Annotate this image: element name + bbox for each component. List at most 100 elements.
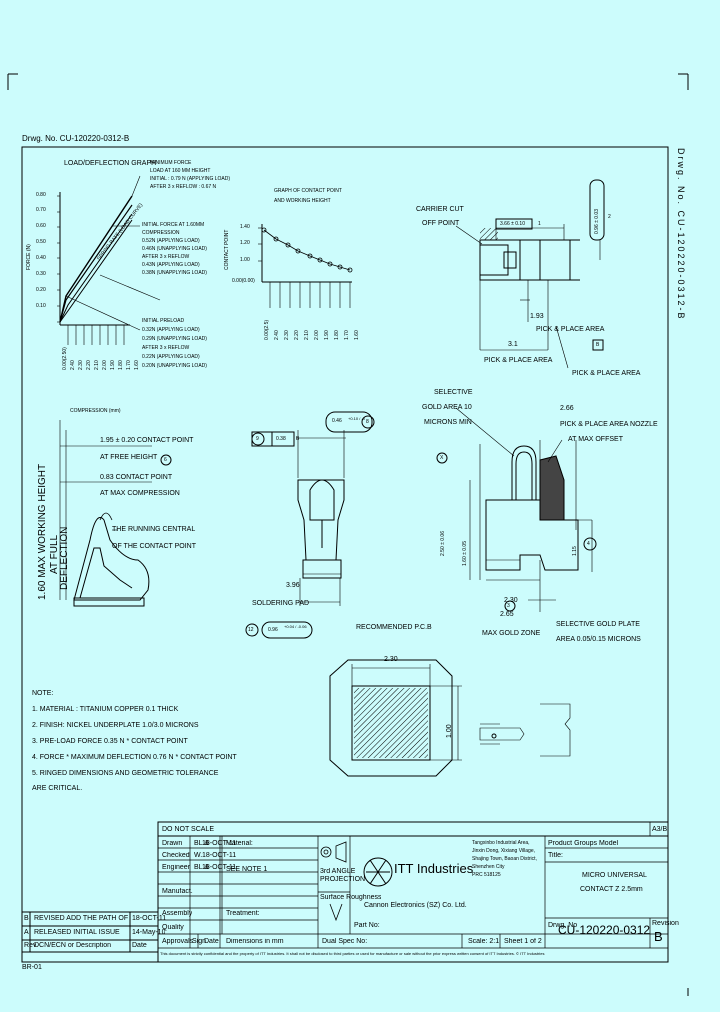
dim-396: 3.96: [286, 582, 300, 589]
max-gold-zone: MAX GOLD ZONE: [482, 630, 541, 637]
at-free-height: AT FREE HEIGHT: [100, 454, 158, 461]
x-tick: 1.90: [110, 360, 116, 370]
sel-plate-2: AREA 0.05/0.15 MICRONS: [556, 636, 641, 643]
preload-line: 0.29N (UNAPPLYING LOAD): [142, 336, 207, 342]
y-tick: 0.50: [36, 239, 46, 245]
x-tick: 2.40: [70, 360, 76, 370]
dim-250: 2.50 ± 0.06: [440, 531, 446, 556]
notes-heading: NOTE:: [32, 690, 54, 697]
x-tick: 2.30: [78, 360, 84, 370]
date-label: Date: [204, 938, 219, 945]
sign-label: Sign: [192, 938, 207, 945]
checked-date: 18-OCT-11: [202, 852, 237, 859]
contact-y-tick: 1.00: [240, 257, 250, 263]
preload-line: 0.20N (UNAPPLYING LOAD): [142, 363, 207, 369]
initial-force-line: INITIAL FORCE AT 1.60MM: [142, 222, 205, 228]
drawn-date: 18-OCT-11: [202, 840, 237, 847]
dual-spec-label: Dual Spec No:: [322, 938, 368, 945]
assembly-label: Assembly: [162, 910, 193, 917]
load-x-label: COMPRESSION (mm): [70, 408, 121, 414]
y-tick: 0.10: [36, 303, 46, 309]
x-tick: 1.60: [354, 330, 360, 340]
address-line: PRC 518125: [472, 872, 501, 878]
x-tick: 0.00(2.50): [62, 347, 68, 370]
dim-096b: 0.96: [268, 627, 278, 633]
tol-046: +0.10 / -0: [348, 416, 366, 421]
part-no-label: Part No:: [354, 922, 380, 929]
force-note: MINIMUM FORCE: [150, 160, 192, 166]
title-line-2: CONTACT Z 2.5mm: [580, 886, 643, 893]
see-note: SEE NOTE 1: [226, 866, 268, 873]
checked-label: Checked: [162, 852, 190, 859]
load-graph-title: LOAD/DEFLECTION GRAPH: [64, 160, 157, 167]
x-tick: 1.70: [344, 330, 350, 340]
drawing-no-label: Drwg. No: [548, 922, 578, 929]
force-note: INITIAL : 0.79 N (APPLYING LOAD): [150, 176, 231, 182]
at-max-compression: AT MAX COMPRESSION: [100, 490, 180, 497]
contact-graph-title-2: AND WORKING HEIGHT: [274, 198, 331, 204]
x-tick: 2.30: [284, 330, 290, 340]
rev-row-date: 18-OCT-11: [132, 915, 167, 922]
balloon-4: 4: [587, 541, 590, 547]
rev-row-rev: Rev: [24, 942, 37, 949]
drawn-label: Drawn: [162, 840, 183, 847]
drawn-by: BL.&: [194, 840, 210, 847]
balloon-6: 6: [164, 457, 167, 463]
dim-193: 1.93: [530, 313, 544, 320]
deflection-label: DEFLECTION: [59, 526, 70, 590]
y-tick: 0.80: [36, 192, 46, 198]
sheet-size: A3/B: [652, 826, 668, 833]
projection-1: 3rd ANGLE: [320, 868, 356, 875]
dim-266: 2.66: [560, 405, 574, 412]
approvals-label: Approvals: [162, 938, 194, 945]
dimensions-label: Dimensions in mm: [226, 938, 284, 945]
balloon-2: 2: [608, 214, 611, 220]
engineer-by: BL.&: [194, 864, 210, 871]
engineer-label: Engineer: [162, 864, 191, 871]
soldering-pad: SOLDERING PAD: [252, 600, 310, 607]
company-name: ITT Industries: [394, 861, 474, 876]
force-note: AFTER 3 x REFLOW : 0.67 N: [150, 184, 217, 190]
x-tick: 2.00: [314, 330, 320, 340]
initial-force-line: 0.38N (UNAPPLYING LOAD): [142, 270, 207, 276]
balloon-9: 9: [256, 436, 259, 442]
note-item: 3. PRE-LOAD FORCE 0.35 N * CONTACT POINT: [32, 738, 188, 745]
rev-row-date: 14-May-10: [132, 929, 166, 936]
x-tick: 2.20: [86, 360, 92, 370]
initial-force-line: COMPRESSION: [142, 230, 180, 236]
dim-096: 0.96 ± 0.03: [594, 209, 600, 234]
balloon-1: 1: [538, 221, 541, 227]
y-tick: 0.60: [36, 223, 46, 229]
x-tick: 2.10: [304, 330, 310, 340]
initial-force-line: 0.46N (UNAPPLYING LOAD): [142, 246, 207, 252]
selective-3: MICRONS MIN: [424, 419, 472, 426]
checked-by: W.: [194, 852, 203, 859]
address-line: Shenzhen City: [472, 864, 505, 870]
dim-366: 3.66 ± 0.10: [500, 221, 525, 227]
rev-row-date: Date: [132, 942, 147, 949]
drawing-number-side: Drwg. No. CU-120220-0312-B: [676, 148, 686, 321]
rev-row-desc: DCN/ECN or Description: [34, 942, 112, 949]
x-tick: 1.60: [134, 360, 140, 370]
initial-force-line: AFTER 3 x REFLOW: [142, 254, 190, 260]
note-item: 1. MATERIAL : TITANIUM COPPER 0.1 THICK: [32, 706, 179, 713]
preload-line: AFTER 3 x REFLOW: [142, 345, 190, 351]
address-line: Jinxin Dong, Xixiang Village,: [472, 848, 536, 854]
revision-label: Revision: [652, 920, 679, 927]
running-central-2: OF THE CONTACT POINT: [112, 543, 197, 550]
product-line: Product Groups Model: [548, 840, 619, 847]
rev-row-desc: REVISED ADD THE PATH OF THE CONTACT: [34, 915, 128, 922]
carrier-cut: CARRIER CUT: [416, 206, 464, 213]
preload-line: INITIAL PRELOAD: [142, 318, 185, 324]
load-y-label: FORCE (N): [26, 244, 32, 270]
engineer-date: 18-OCT-11: [202, 864, 237, 871]
selective-1: SELECTIVE: [434, 389, 473, 396]
x-tick: 2.20: [294, 330, 300, 340]
contact-y-label: CONTACT POINT: [224, 229, 230, 270]
title-label: Title:: [548, 852, 563, 859]
material-label: Material:: [226, 840, 253, 847]
contact-y-tick: 1.40: [240, 224, 250, 230]
b-label: B: [596, 342, 600, 348]
dim-160: 1.60 ± 0.05: [462, 541, 468, 566]
